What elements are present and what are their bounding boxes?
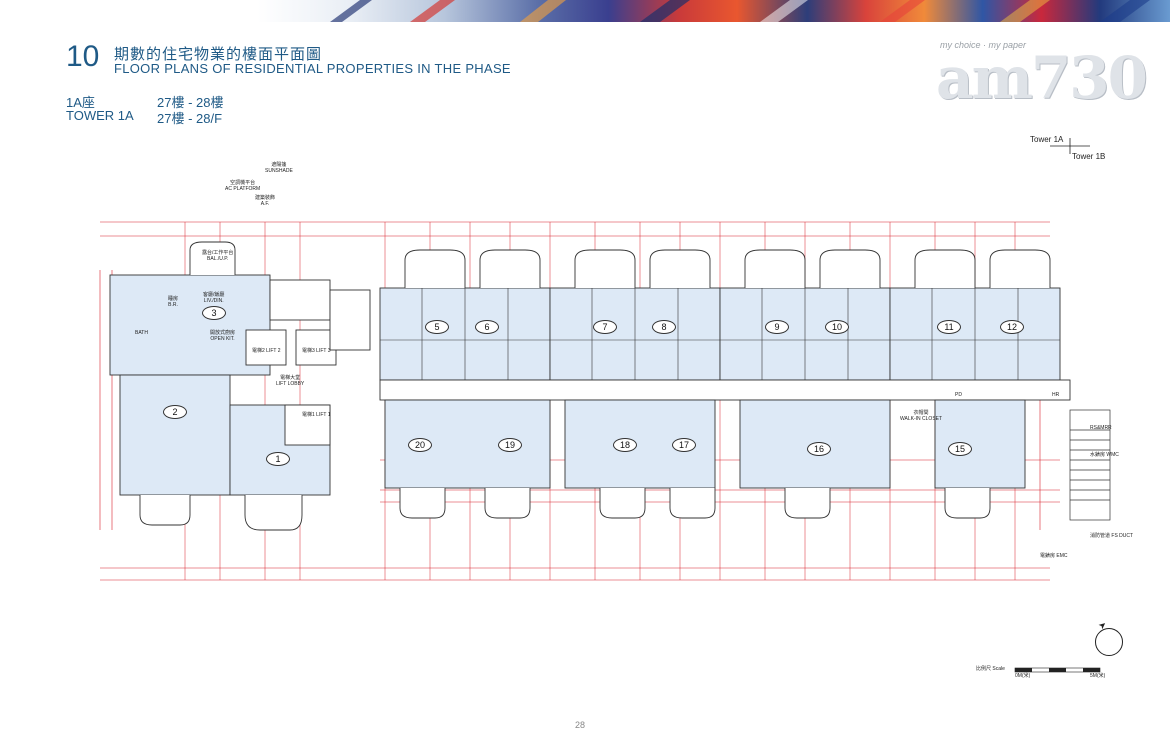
floor-plan-drawing [99, 138, 1111, 673]
unit-2-badge: 2 [163, 405, 187, 419]
unit-11-badge: 11 [937, 320, 961, 334]
floor-plan: Tower 1A Tower 1B 3 5 6 7 8 9 10 11 12 1… [40, 130, 1150, 690]
hr-label: HR [1052, 392, 1060, 398]
unit-15-badge: 15 [948, 442, 972, 456]
south-balconies [399, 488, 991, 519]
unit-6-badge: 6 [475, 320, 499, 334]
banner-brush-strokes [330, 0, 1150, 22]
scale-start-label: 0M(米) [1015, 673, 1031, 679]
tower-1a-label: Tower 1A [1030, 135, 1064, 144]
tower-direction-arrows [1050, 138, 1090, 154]
unit-1-badge: 1 [266, 452, 290, 466]
lift-1-label: 電梯1 LIFT 1 [302, 412, 331, 418]
am730-watermark-logo: my choice · my paper am730 [932, 30, 1148, 112]
section-title-en: FLOOR PLANS OF RESIDENTIAL PROPERTIES IN… [114, 61, 511, 76]
unit-17-badge: 17 [672, 438, 696, 452]
unit-9-badge: 9 [765, 320, 789, 334]
west-units [109, 274, 331, 496]
unit-16-badge: 16 [807, 442, 831, 456]
north-compass-icon [1095, 628, 1123, 656]
lift-core [245, 279, 371, 446]
west-balconies [139, 241, 303, 531]
north-units [379, 287, 1061, 381]
scale-bar [1014, 667, 1101, 673]
unit-3-badge: 3 [202, 306, 226, 320]
unit-10-badge: 10 [825, 320, 849, 334]
scale-label: 比例尺 Scale [976, 666, 1005, 672]
lift-2-label: 電梯2 LIFT 2 [252, 348, 281, 354]
unit-7-badge: 7 [593, 320, 617, 334]
lift-3-label: 電梯3 LIFT 3 [302, 348, 331, 354]
rsmrr-label: RS&MRR [1090, 425, 1112, 431]
unit-8-badge: 8 [652, 320, 676, 334]
fs-duct-label: 消防管道 FS DUCT [1090, 533, 1134, 539]
page-number: 28 [575, 720, 586, 730]
floors-en: 27樓 - 28/F [157, 111, 223, 126]
corridor [379, 379, 1071, 401]
east-stair [1069, 409, 1111, 521]
floors-zh: 27樓 - 28樓 [157, 95, 224, 110]
unit-18-badge: 18 [613, 438, 637, 452]
scale-end-label: 5M(米) [1090, 673, 1106, 679]
north-balconies [404, 249, 1051, 288]
logo-tagline: my choice · my paper [940, 40, 1027, 50]
tower-1b-label: Tower 1B [1072, 152, 1106, 161]
unit-12-badge: 12 [1000, 320, 1024, 334]
north-unit-partitions [380, 288, 1060, 380]
tower-name-zh: 1A座 [66, 95, 95, 110]
section-number: 10 [66, 40, 100, 73]
unit-5-badge: 5 [425, 320, 449, 334]
unit-19-badge: 19 [498, 438, 522, 452]
pd-label: PD [955, 392, 962, 398]
bath-label: BATH [135, 330, 148, 336]
wmc-label: 水錶房 WMC [1090, 452, 1119, 458]
section-title-zh: 期數的住宅物業的樓面平面圖 [114, 45, 323, 63]
tower-name-en: TOWER 1A [66, 108, 134, 123]
emc-label: 電錶房 EMC [1040, 553, 1068, 559]
decorative-banner [0, 0, 1170, 22]
logo-name: am730 [936, 44, 1148, 112]
unit-20-badge: 20 [408, 438, 432, 452]
